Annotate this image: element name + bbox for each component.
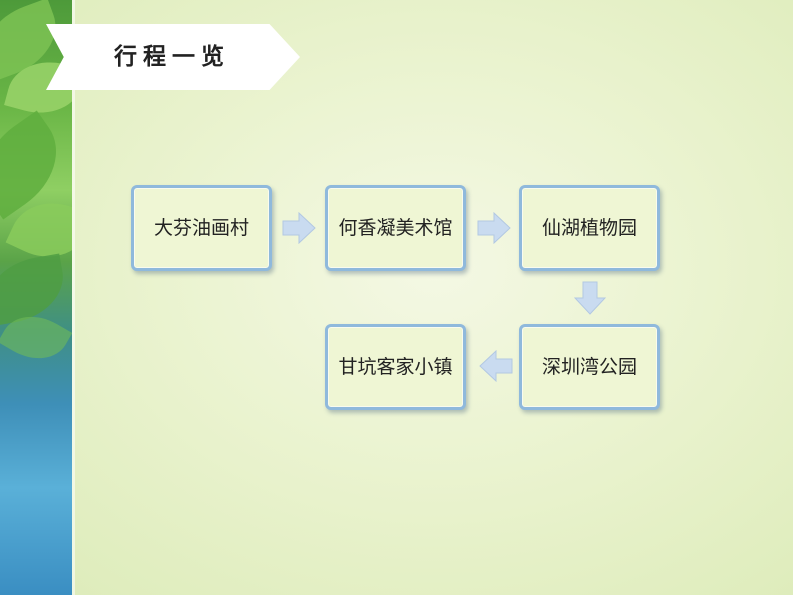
title-banner	[46, 24, 300, 90]
arrow-right-icon	[477, 212, 511, 244]
slide-title: 行程一览	[114, 43, 230, 70]
leaf-shape	[0, 253, 70, 327]
arrow-down-icon	[574, 281, 606, 315]
arrow-left-icon	[479, 350, 513, 382]
step-box-2: 何香凝美术馆	[325, 185, 466, 271]
step-box-4: 深圳湾公园	[519, 324, 660, 410]
decorative-leaf-water-strip	[0, 0, 72, 595]
step-box-5: 甘坑客家小镇	[325, 324, 466, 410]
arrow-right-icon	[282, 212, 316, 244]
step-box-3: 仙湖植物园	[519, 185, 660, 271]
strip-highlight-edge	[72, 0, 75, 595]
step-box-1: 大芬油画村	[131, 185, 272, 271]
